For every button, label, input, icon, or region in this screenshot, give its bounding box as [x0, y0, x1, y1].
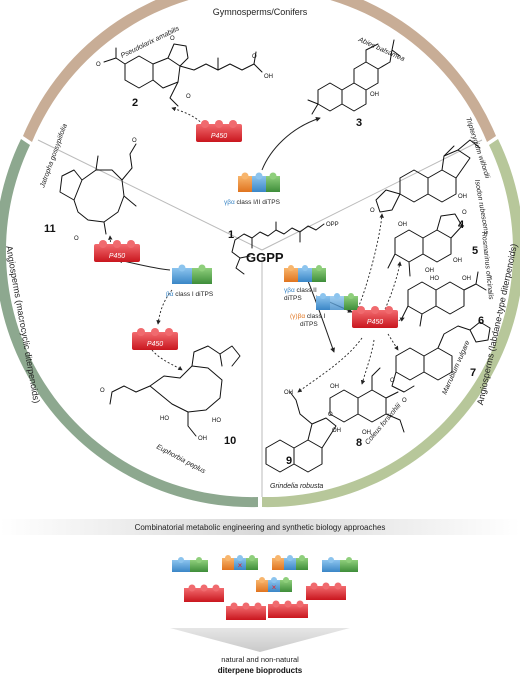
- ditps-class-ii-label: γβα class II: [284, 287, 317, 294]
- ditps-brick-class-i-right: [316, 293, 358, 310]
- species-pseudolarix: Pseudolarix amabilis: [120, 25, 181, 60]
- ditps-brick-class-i-ii: [238, 172, 280, 192]
- svg-text:OH: OH: [453, 258, 462, 264]
- compound-11-number: 11: [44, 223, 56, 235]
- svg-text:HO: HO: [212, 418, 221, 424]
- svg-text:OH: OH: [462, 276, 471, 282]
- product-label-2: diterpene bioproducts: [218, 666, 303, 675]
- ditps-class-i-right-label-2: diTPS: [300, 321, 318, 328]
- svg-text:HO: HO: [430, 276, 439, 282]
- compound-8-number: 8: [356, 437, 362, 449]
- compound-9-number: 9: [286, 455, 292, 467]
- species-abies: Abies balsamea: [356, 36, 405, 63]
- banner-bar: [0, 519, 520, 535]
- compound-4: OH O: [370, 139, 481, 214]
- svg-text:O: O: [100, 388, 105, 394]
- compound-9: OH O: [265, 390, 337, 473]
- p450-brick-right: P450: [352, 306, 398, 328]
- svg-text:O: O: [186, 94, 191, 100]
- compound-10: HO HO O OH: [100, 345, 241, 442]
- compound-3: OH: [307, 39, 401, 115]
- sector-ring: [0, 0, 520, 508]
- sector-gymnosperms: [23, 0, 496, 142]
- svg-text:P450: P450: [147, 341, 163, 348]
- compound-7: O: [391, 321, 491, 404]
- svg-text:OH: OH: [398, 222, 407, 228]
- svg-text:O: O: [96, 62, 101, 68]
- species-euphorbia: Euphorbia peplus: [155, 444, 207, 476]
- funnel-arrow: [170, 628, 350, 652]
- svg-text:×: ×: [272, 583, 277, 592]
- p450-brick-top: P450: [196, 120, 242, 142]
- species-isodon: Isodon rubescens: [473, 179, 490, 235]
- ditps-brick-class-ii: [284, 265, 326, 282]
- compound-7-number: 7: [470, 367, 476, 379]
- svg-text:O: O: [170, 36, 175, 42]
- ditps-brick-class-i: [172, 264, 212, 284]
- svg-text:O: O: [462, 210, 467, 216]
- compound-8: OH O OH OH: [329, 367, 405, 436]
- sector-dividers: [37, 139, 483, 497]
- compound-1-number: 1: [228, 229, 234, 241]
- compound-6: HO OH: [401, 271, 487, 327]
- svg-text:OH: OH: [330, 384, 339, 390]
- species-grindelia: Grindelia robusta: [270, 483, 323, 490]
- species-rosmarinus: Rosmarinus officinalis: [480, 231, 494, 300]
- svg-text:P450: P450: [109, 253, 125, 260]
- ditps-class-i-ii-label: γβα class I/II diTPS: [224, 199, 281, 206]
- ditps-class-i-right-label: (γ)βα class I: [290, 313, 325, 320]
- compound-5: OH OH OH O: [387, 210, 467, 277]
- svg-text:OH: OH: [458, 194, 467, 200]
- svg-text:P450: P450: [211, 133, 227, 140]
- svg-text:OH: OH: [264, 74, 273, 80]
- species-coleus: Coleus forskohlii: [364, 402, 403, 446]
- p450-brick-left-upper: P450: [94, 240, 140, 262]
- ditps-class-ii-label-2: diTPS: [284, 295, 302, 302]
- svg-text:O: O: [132, 138, 137, 144]
- svg-text:OH: OH: [332, 428, 341, 434]
- svg-text:OPP: OPP: [326, 222, 339, 228]
- compound-5-number: 5: [472, 245, 478, 257]
- svg-text:×: ×: [238, 561, 243, 570]
- svg-text:OH: OH: [370, 92, 379, 98]
- svg-text:OH: OH: [425, 268, 434, 274]
- compound-2-number: 2: [132, 97, 138, 109]
- compound-2: OH O O O O: [96, 36, 273, 107]
- p450-brick-left-lower: P450: [132, 328, 178, 350]
- svg-text:O: O: [390, 378, 395, 384]
- svg-text:OH: OH: [362, 430, 371, 436]
- compound-6-number: 6: [478, 315, 484, 327]
- combinatorial-bricks: × ×: [172, 555, 358, 620]
- svg-text:P450: P450: [367, 319, 383, 326]
- svg-text:O: O: [252, 54, 257, 60]
- svg-text:OH: OH: [284, 390, 293, 396]
- compound-10-number: 10: [224, 435, 236, 447]
- product-label-1: natural and non-natural: [221, 655, 299, 664]
- ditps-class-i-label: βα class I diTPS: [166, 291, 214, 298]
- svg-text:O: O: [370, 208, 375, 214]
- species-marrubium: Marrubium vulgare: [441, 340, 471, 396]
- compound-3-number: 3: [356, 117, 362, 129]
- svg-text:OH: OH: [198, 436, 207, 442]
- compound-11: O O: [59, 138, 137, 242]
- banner-text: Combinatorial metabolic engineering and …: [135, 523, 386, 532]
- svg-text:O: O: [74, 236, 79, 242]
- svg-text:O: O: [402, 398, 407, 404]
- sector-angiosperms-labdane: [262, 139, 520, 508]
- species-jatropha: Jatropha gossypiifolia: [39, 123, 69, 190]
- svg-text:O: O: [328, 412, 333, 418]
- sector-angiosperms-macrocyclic: [0, 139, 258, 508]
- sector-label-gymnosperms: Gymnosperms/Conifers: [213, 7, 308, 17]
- ggpp-molecule: OPP: [231, 221, 339, 275]
- svg-text:HO: HO: [160, 416, 169, 422]
- ggpp-label: GGPP: [246, 250, 284, 265]
